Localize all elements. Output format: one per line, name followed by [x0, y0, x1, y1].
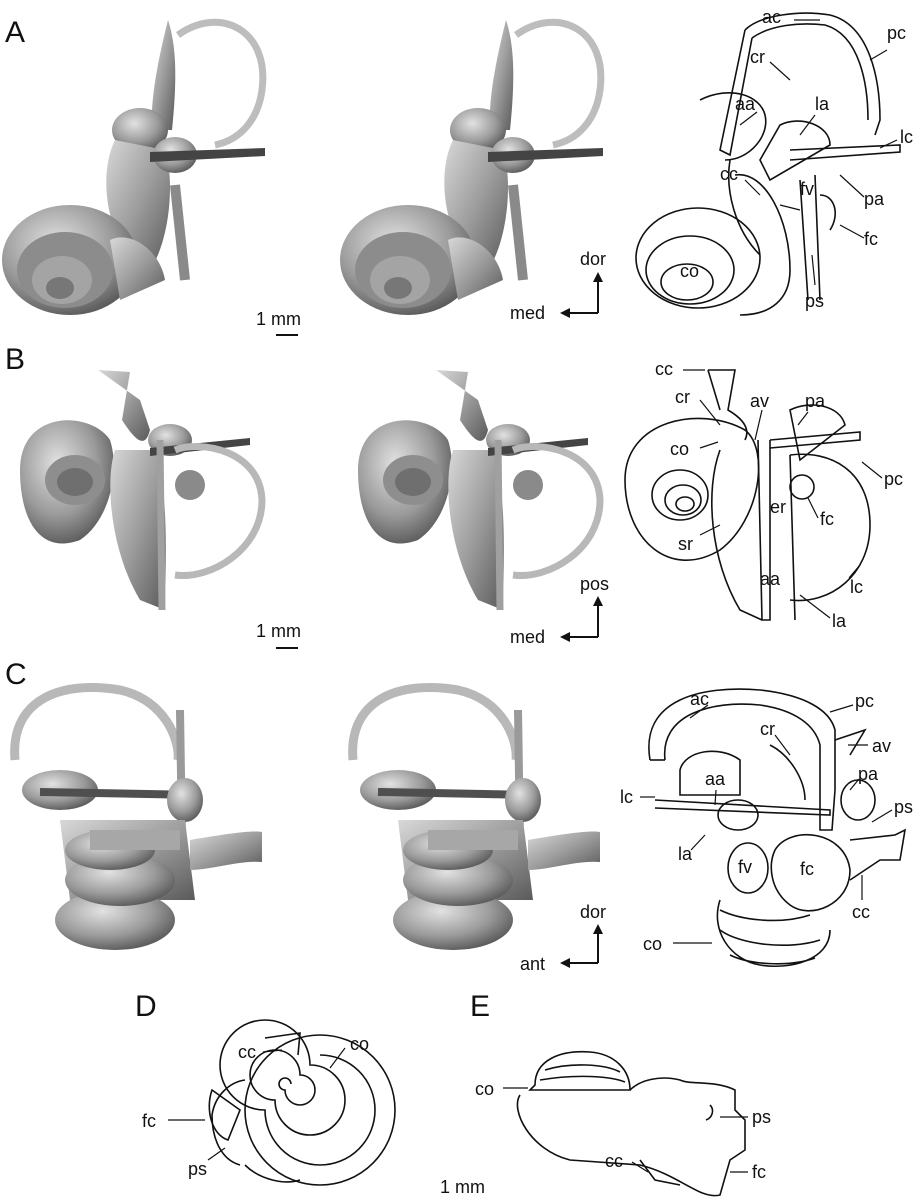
label-d-co: co: [350, 1035, 369, 1053]
label-a-cc: cc: [720, 165, 738, 183]
label-b-fc: fc: [820, 510, 834, 528]
label-b-cr: cr: [675, 388, 690, 406]
orientation-arrows-b: [560, 596, 603, 642]
panel-letter-c: C: [5, 660, 27, 690]
label-c-la: la: [678, 845, 692, 863]
label-a-la: la: [815, 95, 829, 113]
label-c-pc: pc: [855, 692, 874, 710]
label-c-cc: cc: [852, 903, 870, 921]
scale-bar-label-shared: 1 mm: [440, 1178, 485, 1196]
schematic-a: [636, 13, 900, 315]
label-c-pa: pa: [858, 765, 878, 783]
label-b-lc: lc: [850, 578, 863, 596]
axis-label-b-vertical: pos: [580, 575, 609, 593]
label-c-av: av: [872, 737, 891, 755]
label-b-aa: aa: [760, 570, 780, 588]
label-c-fc: fc: [800, 860, 814, 878]
label-b-la: la: [832, 612, 846, 630]
label-c-aa: aa: [705, 770, 725, 788]
label-a-aa: aa: [735, 95, 755, 113]
label-b-pa: pa: [805, 392, 825, 410]
label-c-fv: fv: [738, 858, 752, 876]
scale-bar-label-b: 1 mm: [256, 622, 301, 640]
label-b-av: av: [750, 392, 769, 410]
label-c-cr: cr: [760, 720, 775, 738]
label-d-cc: cc: [238, 1043, 256, 1061]
label-a-pa: pa: [864, 190, 884, 208]
panel-letter-b: B: [5, 345, 25, 375]
label-b-pc: pc: [884, 470, 903, 488]
label-a-ac: ac: [762, 8, 781, 26]
label-b-co: co: [670, 440, 689, 458]
orientation-arrows-c: [560, 924, 603, 968]
label-a-co: co: [680, 262, 699, 280]
label-c-co: co: [643, 935, 662, 953]
schematic-e: [517, 1052, 745, 1196]
label-a-lc: lc: [900, 128, 913, 146]
panel-letter-e: E: [470, 992, 490, 1022]
orientation-arrows-a: [560, 272, 603, 318]
label-e-cc: cc: [605, 1152, 623, 1170]
axis-label-a-horizontal: med: [510, 304, 545, 322]
axis-label-b-horizontal: med: [510, 628, 545, 646]
label-c-ps: ps: [894, 798, 913, 816]
label-d-ps: ps: [188, 1160, 207, 1178]
schematic-b: [625, 370, 870, 620]
label-b-sr: sr: [678, 535, 693, 553]
axis-label-c-horizontal: ant: [520, 955, 545, 973]
label-e-ps: ps: [752, 1108, 771, 1126]
label-a-ps: ps: [805, 292, 824, 310]
label-b-er: er: [770, 498, 786, 516]
label-a-cr: cr: [750, 48, 765, 66]
label-c-lc: lc: [620, 788, 633, 806]
label-d-fc: fc: [142, 1112, 156, 1130]
label-c-ac: ac: [690, 690, 709, 708]
scale-bar-label-a: 1 mm: [256, 310, 301, 328]
schematic-c: [649, 689, 905, 966]
panel-letter-a: A: [5, 18, 25, 48]
panel-letter-d: D: [135, 992, 157, 1022]
axis-label-c-vertical: dor: [580, 903, 606, 921]
label-e-fc: fc: [752, 1163, 766, 1181]
label-a-fc: fc: [864, 230, 878, 248]
label-a-pc: pc: [887, 24, 906, 42]
axis-label-a-vertical: dor: [580, 250, 606, 268]
label-b-cc: cc: [655, 360, 673, 378]
label-e-co: co: [475, 1080, 494, 1098]
label-a-fv: fv: [800, 180, 814, 198]
